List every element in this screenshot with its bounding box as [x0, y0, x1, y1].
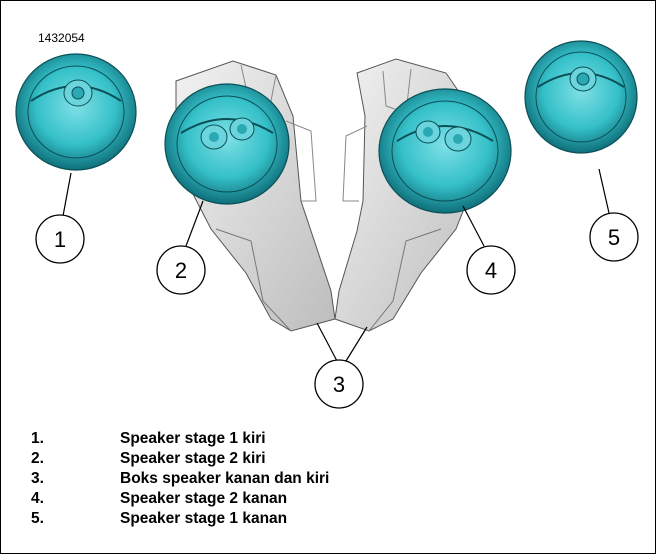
legend-number: 5.: [31, 510, 44, 527]
speaker-stage2-left: [164, 83, 290, 205]
speaker-stage1-left: [15, 53, 137, 171]
legend-list: 1. Speaker stage 1 kiri 2. Speaker stage 2…: [31, 429, 329, 529]
callout-5: 5: [589, 212, 639, 262]
callout-3-label: 3: [333, 372, 345, 397]
callout-3: 3: [314, 359, 364, 409]
callout-5-label: 5: [608, 225, 620, 250]
callout-2: 2: [156, 245, 206, 295]
leader-lines: [62, 168, 610, 362]
legend-text: Speaker stage 1 kanan: [120, 510, 288, 527]
callout-2-label: 2: [175, 258, 187, 283]
legend-text: Speaker stage 2 kanan: [120, 490, 288, 507]
legend-text: Speaker stage 1 kiri: [120, 430, 266, 447]
legend-number: 2.: [31, 450, 44, 467]
speaker-stage2-right: [378, 88, 512, 214]
legend-item-3: 3. Boks speaker kanan dan kiri: [31, 469, 329, 489]
callout-1: 1: [35, 214, 85, 264]
legend-item-5: 5. Speaker stage 1 kanan: [31, 509, 329, 529]
legend-text: Boks speaker kanan dan kiri: [120, 470, 330, 487]
legend-number: 4.: [31, 490, 44, 507]
legend-number: 1.: [31, 430, 44, 447]
callout-1-label: 1: [54, 227, 66, 252]
legend-item-2: 2. Speaker stage 2 kiri: [31, 449, 329, 469]
legend-number: 3.: [31, 470, 44, 487]
speaker-stage1-right: [524, 40, 638, 154]
legend-text: Speaker stage 2 kiri: [120, 450, 266, 467]
legend-item-1: 1. Speaker stage 1 kiri: [31, 429, 329, 449]
callout-4-label: 4: [485, 258, 497, 283]
legend-item-4: 4. Speaker stage 2 kanan: [31, 489, 329, 509]
callout-4: 4: [466, 245, 516, 295]
figure-id: 1432054: [38, 31, 85, 45]
speaker-illustration: 1 2 3 4 5: [15, 40, 639, 409]
